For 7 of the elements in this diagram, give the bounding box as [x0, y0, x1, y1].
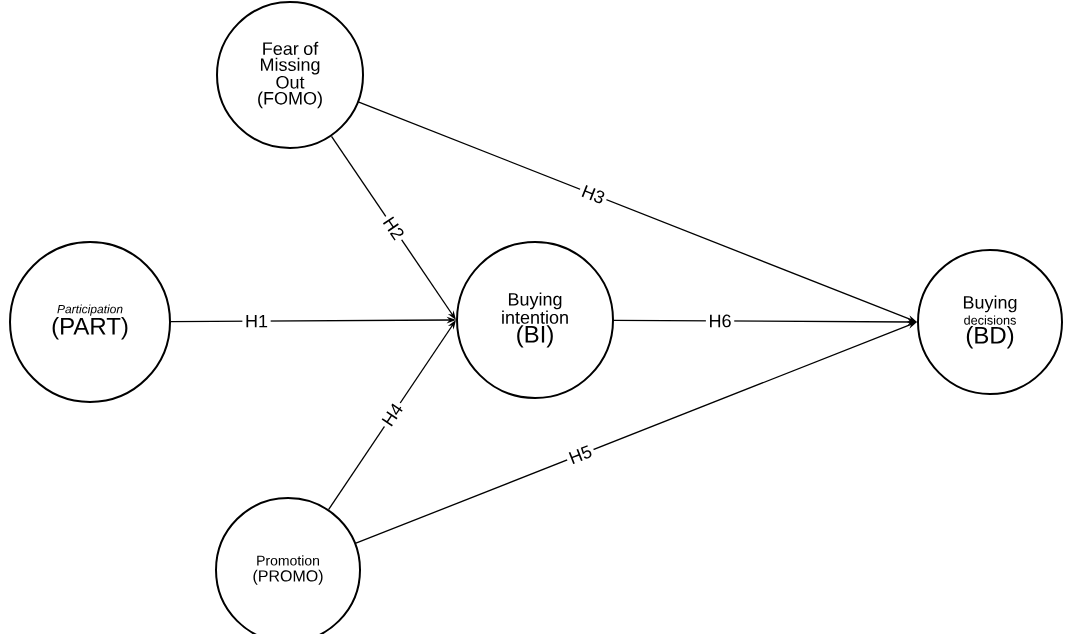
- edge-label: H3: [576, 180, 610, 209]
- edge-label: H2: [378, 211, 410, 245]
- edge-label: H1: [242, 312, 271, 330]
- edge-label: H4: [377, 398, 408, 432]
- edge-label: H6: [705, 311, 735, 330]
- edge-label: H5: [563, 441, 597, 469]
- arrow: [328, 320, 456, 511]
